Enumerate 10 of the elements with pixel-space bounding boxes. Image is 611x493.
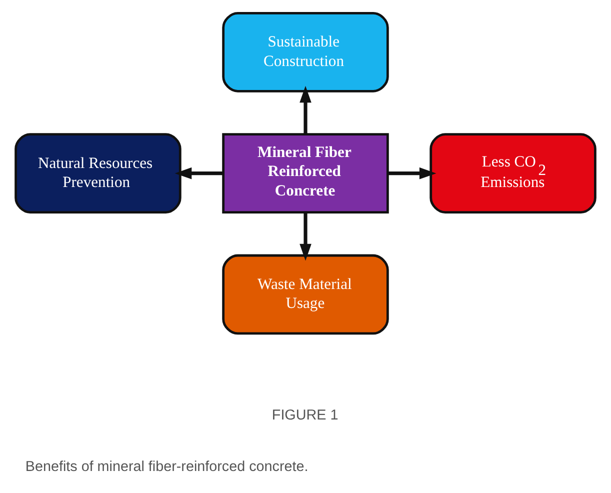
arrow — [174, 167, 224, 180]
label: FIGURE 1 — [272, 407, 338, 424]
caption: Benefits of mineral fiber-reinforced concrete. — [25, 458, 308, 475]
node-box: Mineral Fiber Reinforced Concrete — [222, 133, 389, 214]
arrow — [388, 167, 436, 180]
node-box: Sustainable Construction — [222, 12, 389, 92]
arrow — [300, 212, 312, 261]
arrow — [300, 86, 312, 134]
node-box: Waste Material Usage — [222, 254, 389, 335]
node-box: Natural Resources Prevention — [14, 133, 182, 214]
